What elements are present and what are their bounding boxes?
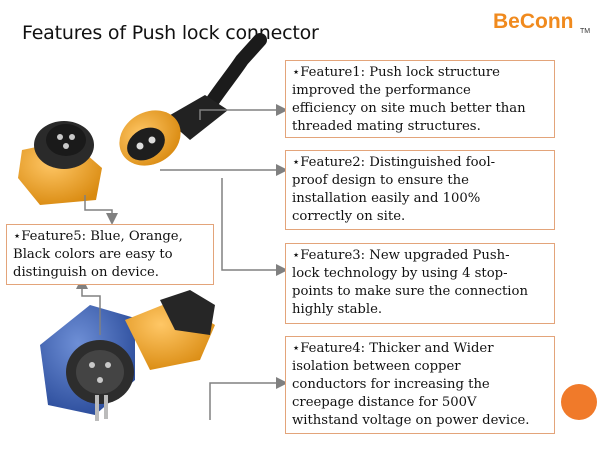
feature1-line1: ⋆Feature1: Push lock structure	[292, 65, 500, 80]
feature2-box: ⋆Feature2: Distinguished fool- proof des…	[285, 150, 555, 230]
feature2-line3: installation easily and 100%	[292, 191, 481, 206]
feature1-line3: efficiency on site much better than	[292, 101, 526, 116]
feature2-line4: correctly on site.	[292, 209, 406, 224]
feature4-line5: withstand voltage on power device.	[292, 413, 530, 428]
feature5-line3: distinguish on device.	[13, 265, 159, 280]
feature3-line4: highly stable.	[292, 302, 383, 317]
feature4-line3: conductors for increasing the	[292, 377, 490, 392]
decorative-orange-dot	[561, 384, 597, 420]
feature1-box: ⋆Feature1: Push lock structure improved …	[285, 60, 555, 138]
beconn-logo: BeConn	[493, 10, 574, 33]
plug-body	[165, 95, 228, 140]
plug-face	[127, 127, 165, 161]
feature4-line2: isolation between copper	[292, 359, 461, 374]
feature2-line2: proof design to ensure the	[292, 173, 469, 188]
slide-title: Features of Push lock connector	[22, 22, 319, 44]
feature5-box: ⋆Feature5: Blue, Orange, Black colors ar…	[6, 224, 214, 285]
feature4-box: ⋆Feature4: Thicker and Wider isolation b…	[285, 336, 555, 434]
feature3-line3: points to make sure the connection	[292, 284, 528, 299]
feature4-line4: creepage distance for 500V	[292, 395, 477, 410]
feature5-line2: Black colors are easy to	[13, 247, 173, 262]
feature3-line2: lock technology by using 4 stop-	[292, 266, 508, 281]
feature4-line1: ⋆Feature4: Thicker and Wider	[292, 341, 494, 356]
feature3-line1: ⋆Feature3: New upgraded Push-	[292, 248, 510, 263]
feature2-line1: ⋆Feature2: Distinguished fool-	[292, 155, 496, 170]
trademark-mark: TM	[580, 28, 591, 35]
feature1-line2: improved the performance	[292, 83, 471, 98]
black-cap	[160, 290, 215, 335]
feature3-box: ⋆Feature3: New upgraded Push- lock techn…	[285, 243, 555, 324]
feature5-line1: ⋆Feature5: Blue, Orange,	[13, 229, 183, 244]
feature1-line4: threaded mating structures.	[292, 119, 481, 134]
